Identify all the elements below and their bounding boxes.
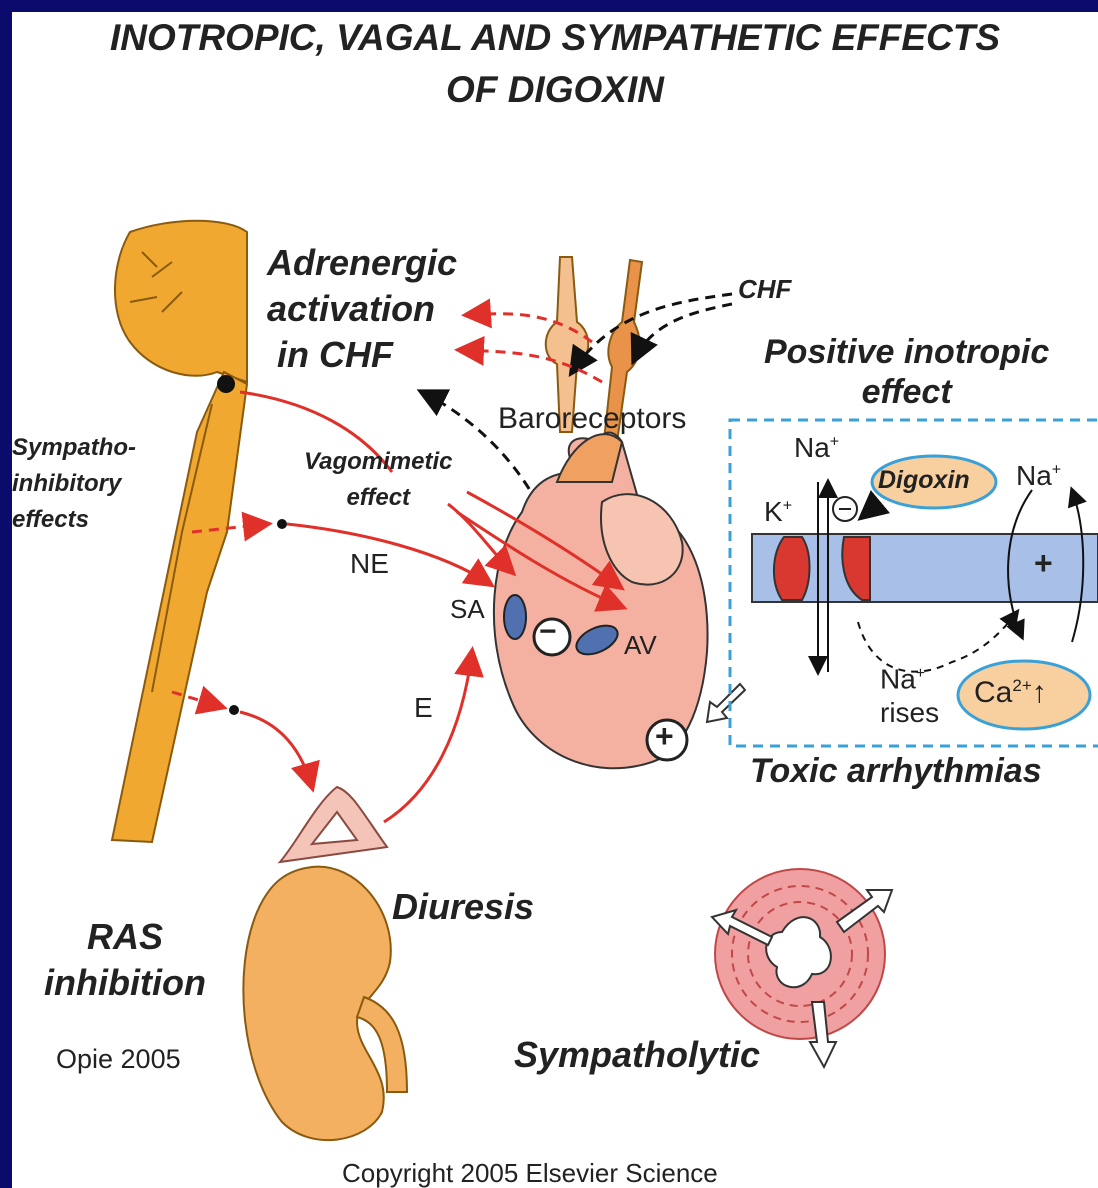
digoxin-label: Digoxin <box>878 466 970 495</box>
ne-label: NE <box>350 548 389 580</box>
k-channel <box>774 537 810 600</box>
chf-label: CHF <box>738 274 791 305</box>
sa-node <box>504 595 526 639</box>
sympatholytic-label: Sympatholytic <box>514 1034 760 1076</box>
copyright: Copyright 2005 Elsevier Science <box>342 1158 718 1188</box>
plus-sign: + <box>655 718 674 755</box>
na-top-label: Na+ <box>794 432 839 464</box>
adrenal-arrow <box>240 712 312 787</box>
opie-credit: Opie 2005 <box>56 1044 181 1075</box>
k-label: K+ <box>764 496 792 528</box>
adrenal-gland <box>280 787 387 862</box>
av-label: AV <box>624 630 657 661</box>
na-right-label: Na+ <box>1016 460 1061 492</box>
diagram-frame: INOTROPIC, VAGAL AND SYMPATHETIC EFFECTS… <box>12 12 1098 1188</box>
e-label: E <box>414 692 433 724</box>
diuresis-label: Diuresis <box>392 884 534 930</box>
na-rises-label: Na+ rises <box>880 657 939 730</box>
baroreceptors-label: Baroreceptors <box>498 402 686 436</box>
inotropic-arrow <box>707 684 745 722</box>
chf-arrow-1 <box>572 294 732 372</box>
exchanger-plus: + <box>1034 545 1053 582</box>
sympatho-inhibitory-label: Sympatho- inhibitory effects <box>12 430 136 538</box>
sa-label: SA <box>450 594 485 625</box>
toxic-arrhythmias-label: Toxic arrhythmias <box>750 752 1042 791</box>
e-arrow <box>384 652 472 822</box>
calcium-label: Ca2+↑ <box>974 676 1047 710</box>
positive-inotropic-label: Positive inotropic effect <box>764 332 1049 412</box>
minus-sign: − <box>539 615 557 649</box>
ganglion-dot <box>217 375 235 393</box>
vagomimetic-label: Vagomimetic effect <box>304 444 453 516</box>
ras-inhibition-label: RAS inhibition <box>44 914 206 1006</box>
heart <box>494 433 745 769</box>
adrenergic-label: Adrenergic activation in CHF <box>267 240 457 378</box>
diagram-graphics <box>12 12 1098 1188</box>
